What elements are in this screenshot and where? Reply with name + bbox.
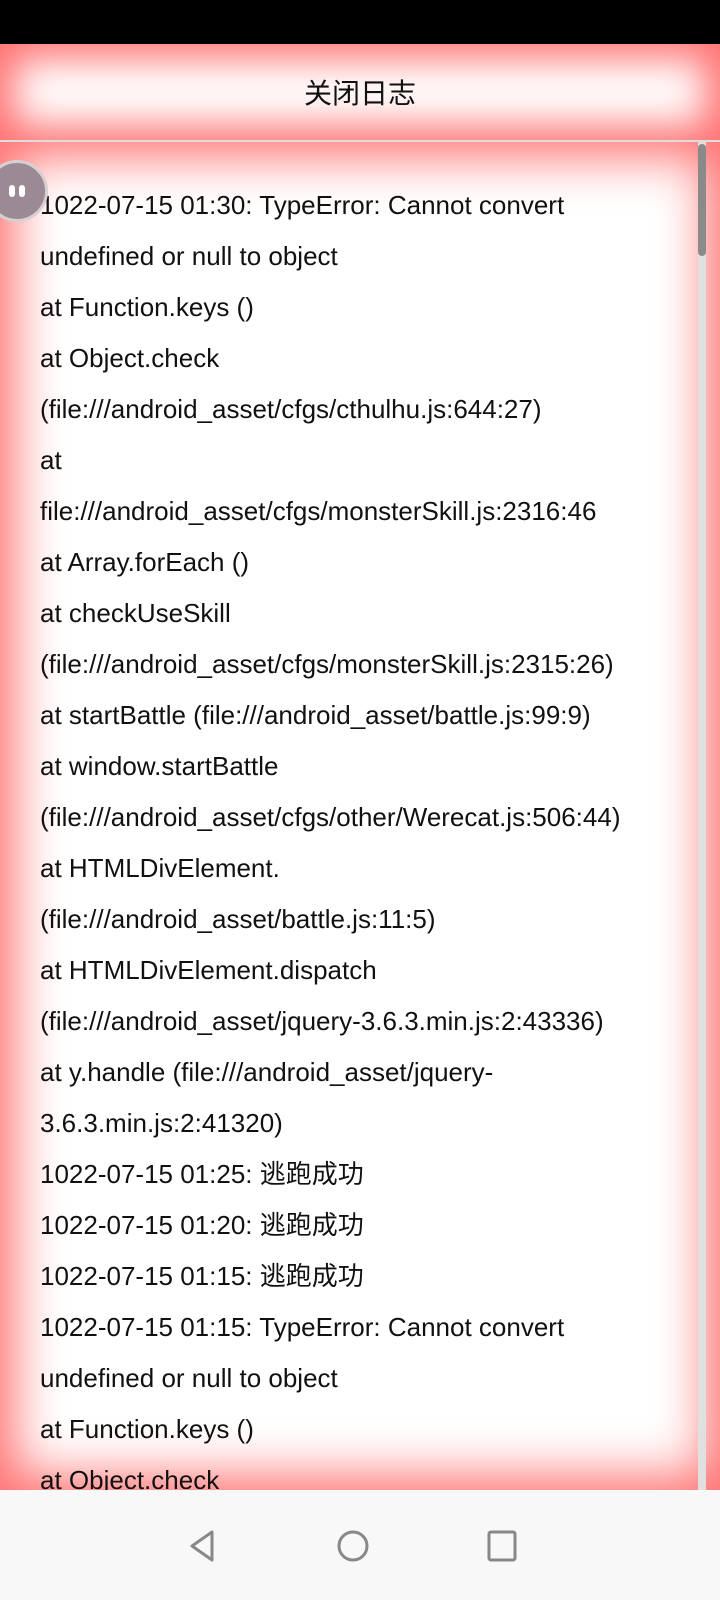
log-line: file:///android_asset/cfgs/monsterSkill.…	[40, 496, 597, 526]
log-line: at	[40, 445, 62, 475]
log-line: (file:///android_asset/battle.js:11:5)	[40, 904, 436, 934]
log-lines: 1022-07-15 01:30: TypeError: Cannot conv…	[40, 180, 620, 1490]
log-line: at y.handle (file:///android_asset/jquer…	[40, 1057, 494, 1087]
back-icon[interactable]	[184, 1528, 220, 1564]
log-line: (file:///android_asset/cfgs/cthulhu.js:6…	[40, 394, 542, 424]
log-line: 3.6.3.min.js:2:41320)	[40, 1108, 283, 1138]
scrollbar-thumb[interactable]	[698, 144, 706, 256]
status-bar	[0, 0, 720, 44]
log-line: (file:///android_asset/cfgs/other/Wereca…	[40, 802, 621, 832]
log-line: at Object.check	[40, 343, 220, 373]
log-line: at Function.keys ()	[40, 292, 254, 322]
navigation-bar	[0, 1490, 720, 1600]
recents-icon[interactable]	[484, 1528, 520, 1564]
log-line: at checkUseSkill	[40, 598, 231, 628]
log-line: 1022-07-15 01:25: 逃跑成功	[40, 1159, 364, 1189]
log-line: 1022-07-15 01:15: 逃跑成功	[40, 1261, 364, 1291]
close-log-label: 关闭日志	[303, 78, 416, 109]
log-line: undefined or null to object	[40, 241, 338, 271]
log-line: (file:///android_asset/jquery-3.6.3.min.…	[40, 1006, 604, 1036]
log-line: at Array.forEach ()	[40, 547, 250, 577]
log-line: 1022-07-15 01:30: TypeError: Cannot conv…	[40, 190, 565, 220]
log-line: at startBattle (file:///android_asset/ba…	[40, 700, 591, 730]
log-line: at window.startBattle	[40, 751, 279, 781]
log-line: at Function.keys ()	[40, 1414, 254, 1444]
log-line: at HTMLDivElement.	[40, 853, 280, 883]
log-line: (file:///android_asset/cfgs/monsterSkill…	[40, 649, 614, 679]
log-line: at Object.check	[40, 1465, 220, 1490]
log-line: undefined or null to object	[40, 1363, 338, 1393]
log-line: 1022-07-15 01:20: 逃跑成功	[40, 1210, 364, 1240]
close-log-button[interactable]: 关闭日志	[0, 44, 720, 140]
log-line: at HTMLDivElement.dispatch	[40, 955, 377, 985]
divider	[0, 140, 720, 142]
scrollbar[interactable]	[698, 142, 706, 1490]
log-panel[interactable]: 1022-07-15 01:30: TypeError: Cannot conv…	[0, 142, 720, 1490]
log-line: 1022-07-15 01:15: TypeError: Cannot conv…	[40, 1312, 565, 1342]
floating-assistant-bubble-icon[interactable]	[0, 160, 48, 222]
home-icon[interactable]	[335, 1528, 371, 1564]
